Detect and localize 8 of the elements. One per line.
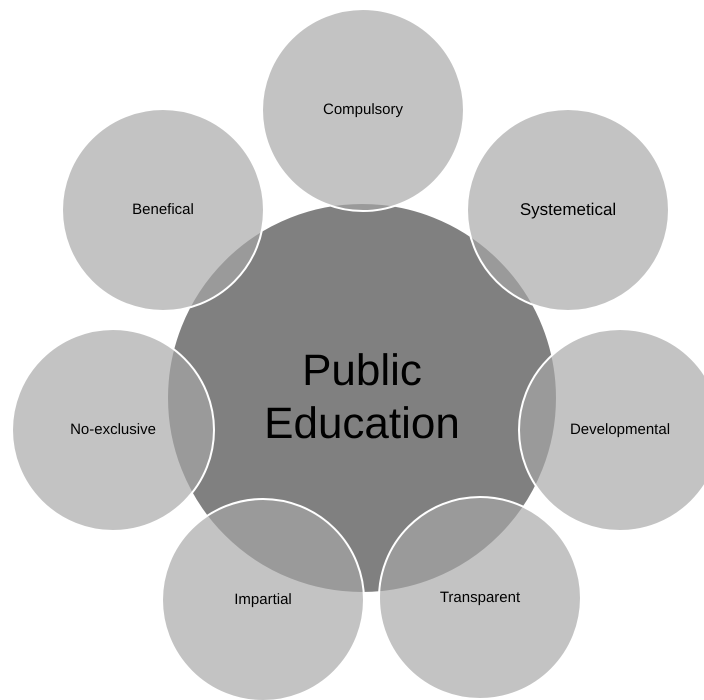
node-label: Impartial	[234, 591, 292, 609]
node-label: Developmental	[570, 421, 670, 439]
node-label: Systemetical	[520, 200, 616, 220]
node-label: Benefical	[132, 201, 194, 219]
node-label: Transparent	[440, 589, 520, 607]
center-label: Public Education	[263, 345, 461, 450]
node-label: No-exclusive	[70, 421, 156, 439]
node-label: Compulsory	[322, 101, 404, 119]
